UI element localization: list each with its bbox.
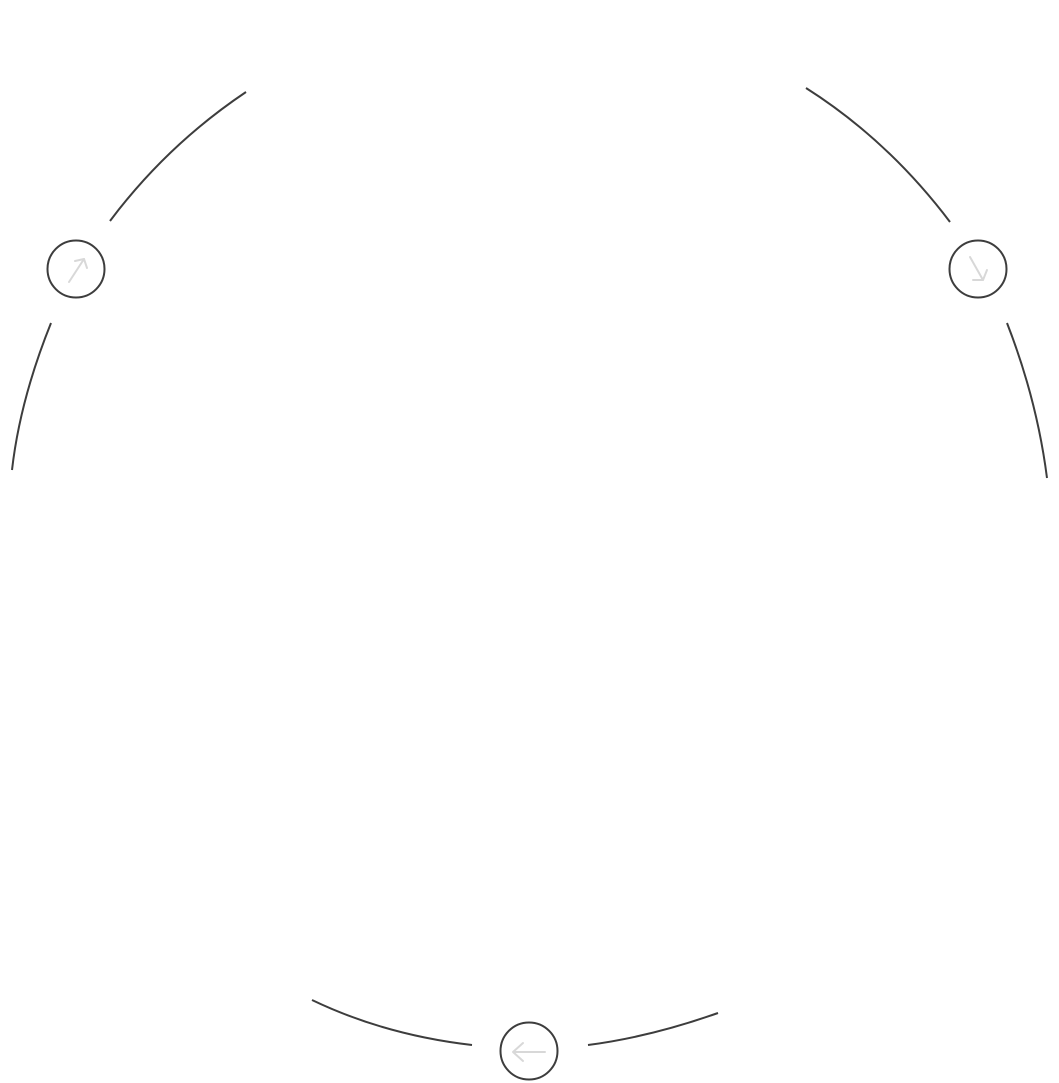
cycle-node-top-left[interactable] [46, 239, 106, 299]
arrow-up-right-icon [68, 258, 88, 283]
ring-arcs [11, 87, 1048, 1046]
ring-arc-bottom-right [587, 1012, 719, 1046]
cycle-node-bottom[interactable] [499, 1021, 559, 1081]
arrow-down-right-icon [969, 256, 988, 281]
ring-arc-right [1006, 322, 1048, 479]
ring-arc-upper-left [109, 91, 247, 222]
node-circle [948, 239, 1008, 299]
node-circle [46, 239, 106, 299]
cycle-node-top-right[interactable] [948, 239, 1008, 299]
ring-arc-upper-right [805, 87, 951, 223]
ring-arc-left [11, 322, 52, 471]
ring-arc-bottom-left [311, 999, 473, 1046]
arrow-left-icon [512, 1042, 546, 1062]
